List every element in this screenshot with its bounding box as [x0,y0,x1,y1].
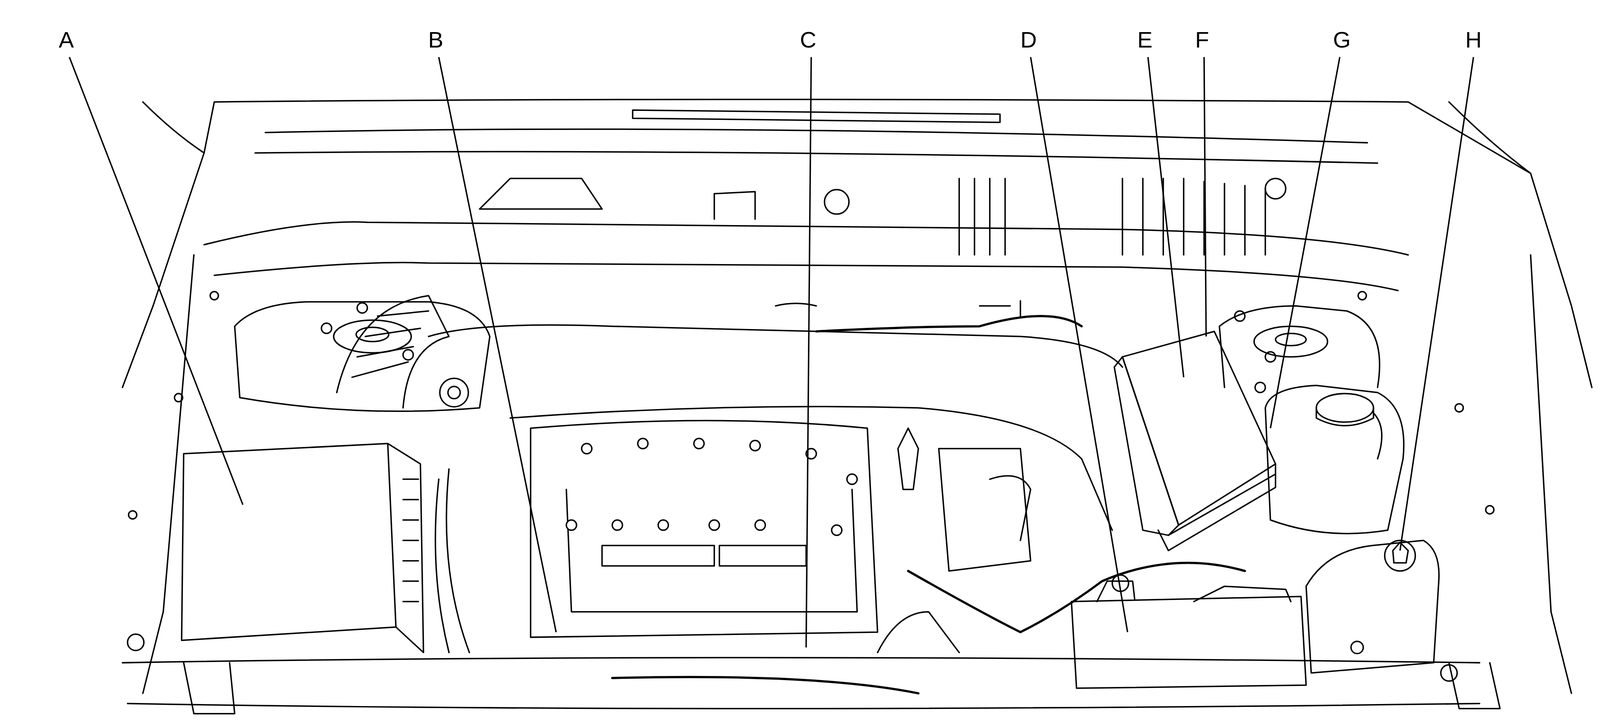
callout-letter: H [1465,28,1482,52]
leader-lines [69,57,1474,648]
callout-letter: B [427,28,443,52]
callout-letter: G [1332,28,1351,52]
callout-letter: E [1137,28,1153,52]
callout-letter: D [1020,28,1037,52]
callout-letter: C [799,28,817,52]
callout-letter: F [1195,28,1210,52]
callout-letter: A [58,28,74,52]
